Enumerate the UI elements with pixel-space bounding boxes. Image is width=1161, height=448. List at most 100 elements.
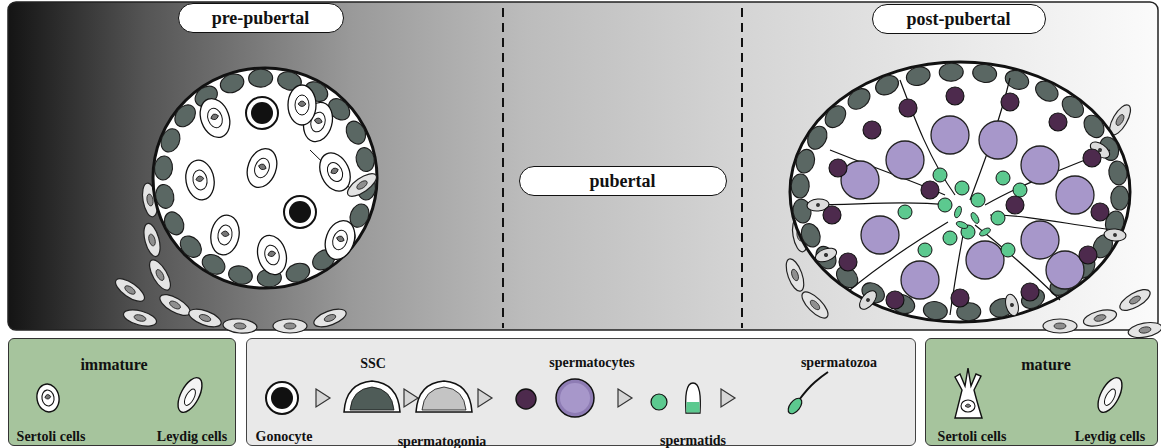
stage-name: post-pubertal [906, 10, 1010, 28]
sertoli-icon [955, 368, 982, 418]
cell-body [122, 307, 158, 329]
spermatogonium-cell [218, 71, 247, 96]
cell-body [208, 213, 243, 257]
cell-body [242, 144, 282, 191]
cell-nucleus [1102, 387, 1118, 407]
cell-label: spermatogonia [398, 435, 487, 448]
nucleolus [298, 101, 306, 107]
sertoli-nucleus [1104, 228, 1127, 242]
cell-body [145, 257, 174, 293]
spermatocyte-cell [823, 206, 841, 224]
post-pubertal-tubule [783, 62, 1161, 340]
spermatocyte-cell [1083, 149, 1101, 167]
nucleolus [267, 250, 276, 257]
cell-body [1093, 374, 1127, 416]
cell-nucleus [154, 268, 165, 281]
cell-body [1117, 285, 1153, 314]
spermatocyte-cell [1021, 283, 1039, 301]
nucleolus [816, 203, 820, 207]
peritubular-cell [122, 307, 158, 329]
peritubular-cell [1117, 285, 1153, 314]
cell-nucleus [252, 156, 272, 180]
stage-arrow [478, 389, 492, 407]
peritubular-cell [222, 318, 257, 335]
spermatid-cell [996, 171, 1010, 185]
spermatid-cell [1013, 183, 1027, 197]
spermatocyte-core [560, 383, 590, 413]
gonocyte-cell [246, 97, 278, 129]
spermatogonium-cell [354, 146, 376, 173]
cell-nucleus [1054, 323, 1066, 329]
spermatozoon-icon [786, 396, 805, 416]
cell-body [273, 319, 307, 333]
cell-nucleus [790, 268, 800, 281]
spermatogonium-cell [158, 126, 184, 155]
ssc-icon [344, 381, 400, 412]
sertoli-cell [288, 85, 316, 125]
cell-nucleus [123, 284, 136, 296]
nucleolus [44, 394, 51, 399]
spermatocyte-cell [899, 99, 917, 117]
spermatogonium-cell [227, 263, 255, 286]
cell-nucleus [809, 299, 822, 312]
gonocyte-cell [284, 196, 316, 228]
peritubular-cell [312, 306, 349, 331]
spermatid-cell [943, 231, 957, 245]
cell-body [195, 94, 235, 141]
spermatid-cell [971, 193, 985, 207]
cell-body [187, 306, 224, 331]
peritubular-cell [273, 319, 307, 333]
spermatogonium-cell [804, 123, 831, 153]
cell-body [222, 318, 257, 335]
sertoli-cell [195, 94, 235, 141]
spermatogonium-cell [154, 183, 176, 210]
sperm-tail [799, 372, 828, 400]
gonocyte-icon [266, 382, 298, 414]
cell-body [312, 306, 349, 331]
cell-label: Sertoli cells [17, 430, 86, 444]
spermatocyte-cell [1001, 93, 1019, 111]
spermatid-cell [955, 181, 969, 195]
gonocyte-nucleus [289, 201, 311, 223]
cell-nucleus [41, 389, 56, 407]
peritubular-cell [1082, 307, 1118, 329]
nucleolus [865, 297, 871, 303]
cell-body [798, 288, 832, 322]
cell-nucleus [205, 106, 225, 130]
cell-body [320, 216, 360, 263]
cell-nucleus [234, 322, 246, 329]
stage-divider [741, 8, 743, 328]
cell-body [314, 148, 356, 196]
sertoli-nucleus [814, 246, 839, 265]
spermatocyte-cell [966, 241, 1004, 279]
peritubular-cell [141, 222, 163, 258]
nucleolus [258, 163, 267, 171]
cell-nucleus [814, 246, 839, 265]
nucleolus [823, 252, 828, 257]
peritubular-cell [187, 306, 224, 331]
spermatocyte-icon [516, 389, 536, 409]
sertoli-cell [242, 144, 282, 191]
cell-body [288, 85, 316, 125]
stage-label: post-pubertal [872, 4, 1046, 34]
spermatid-icon [686, 383, 701, 413]
spermatogonium-cell [904, 64, 932, 88]
cell-body [141, 222, 163, 258]
cell-label: spermatocytes [549, 356, 635, 370]
cell-body [1127, 320, 1161, 340]
spermatocyte-cell [863, 121, 881, 139]
stage-divider [502, 8, 504, 328]
spermatocyte-cell [946, 87, 964, 105]
spermatocyte-cell [1021, 146, 1059, 184]
cell-label: Leydig cells [157, 430, 227, 444]
cell-body [112, 275, 148, 306]
spermatocyte-cell [951, 289, 969, 307]
spermatogonium-cell [1110, 186, 1129, 211]
spermatogonia-core [422, 387, 466, 410]
stage-arrow [316, 389, 330, 407]
cell-nucleus [856, 288, 879, 313]
spermatogonium-cell [794, 147, 818, 175]
cell-nucleus [961, 400, 975, 412]
cell-label: spermatozoa [801, 356, 877, 370]
